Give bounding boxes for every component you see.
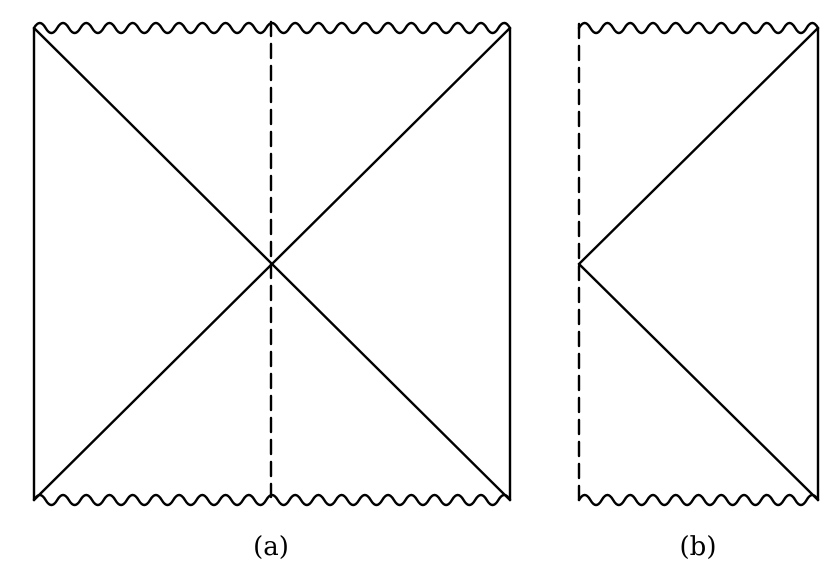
panel-b-diagram: [577, 21, 820, 507]
panel-b-upper-diagonal: [577, 26, 820, 266]
panel-a-diagram: [32, 20, 512, 507]
panel-b-label: (b): [679, 532, 717, 562]
panel-b-bottom-singularity: [577, 493, 820, 507]
panel-b-top-singularity: [577, 21, 820, 35]
panel-b-lower-diagonal: [577, 262, 820, 502]
panel-a-label: (a): [253, 532, 289, 562]
